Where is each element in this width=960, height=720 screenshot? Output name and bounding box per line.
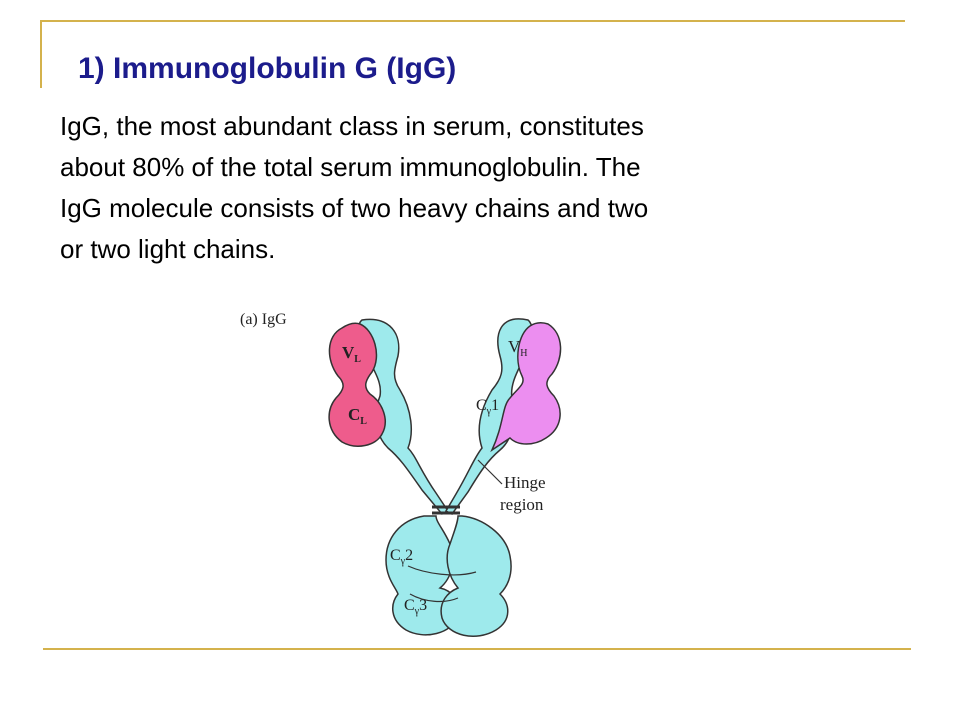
body-line-2: about 80% of the total serum immunoglobu…: [60, 152, 641, 182]
slide-title: 1) Immunoglobulin G (IgG): [78, 52, 457, 85]
cg3-arrow: [409, 593, 459, 603]
bottom-rule: [43, 648, 911, 650]
cl-label: CL: [348, 405, 367, 427]
left-rule: [40, 20, 42, 88]
hinge-label-line1: Hinge: [504, 473, 546, 492]
light-chain-right: [490, 321, 562, 453]
light-chain-left: [328, 322, 386, 447]
cg3-label: Cγ3: [404, 597, 427, 617]
body-line-1: IgG, the most abundant class in serum, c…: [60, 111, 644, 141]
hinge-label-line2: region: [500, 495, 544, 514]
body-line-3: IgG molecule consists of two heavy chain…: [60, 193, 649, 223]
hinge-pointer-line: [477, 459, 503, 485]
fc-right-lobes: [440, 515, 512, 637]
cg2-label: Cγ2: [390, 547, 413, 567]
cg1-label: Cγ1: [476, 397, 499, 417]
cg2-arrow: [407, 565, 477, 576]
slide-body: IgG, the most abundant class in serum, c…: [60, 106, 920, 270]
top-rule: [40, 20, 905, 22]
igg-diagram: (a) IgG VL CL VH Cγ1 Cγ2 Cγ3 Hinge regio…: [240, 311, 562, 637]
vh-label: VH: [508, 337, 528, 359]
heavy-chain-right-arm: [444, 318, 533, 515]
body-line-4: or two light chains.: [60, 234, 276, 264]
vl-label: VL: [342, 343, 361, 365]
panel-label: (a) IgG: [240, 311, 287, 328]
